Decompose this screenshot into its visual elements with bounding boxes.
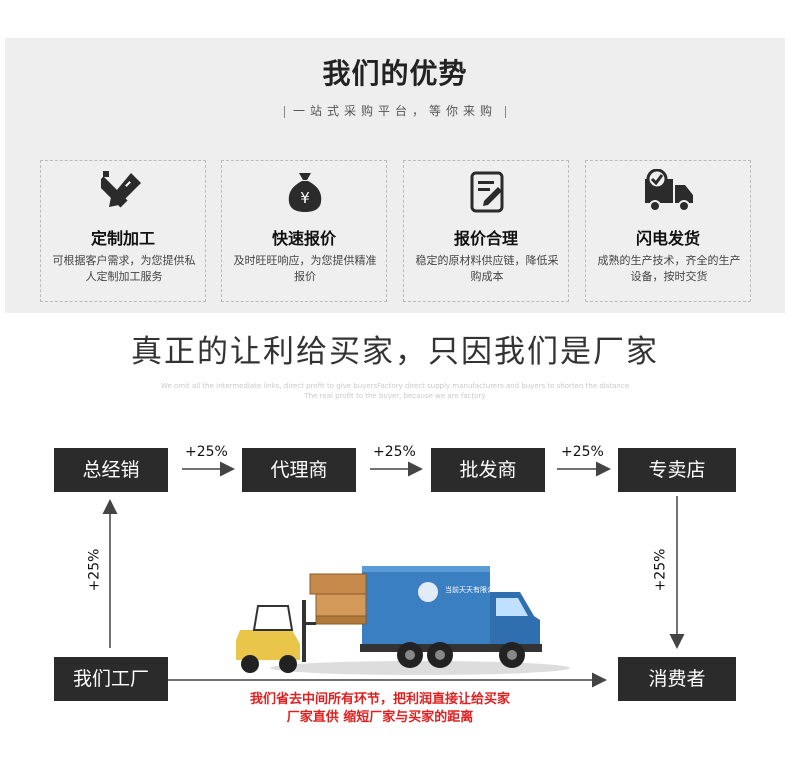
advantage-card-fair-price: 报价合理 稳定的原材料供应链，降低采购成本 bbox=[403, 160, 569, 302]
truck-logo-text: 当前天天有限公司 bbox=[445, 585, 501, 594]
markup-label: +25% bbox=[652, 548, 669, 592]
node-store: 专卖店 bbox=[618, 448, 736, 492]
english-line: We omit all the intermediate links, dire… bbox=[160, 382, 630, 390]
advantage-card-quote-fast: ¥ 快速报价 及时旺旺响应，为您提供精准报价 bbox=[221, 160, 387, 302]
node-consumer: 消费者 bbox=[618, 657, 736, 701]
forklift-illustration bbox=[236, 573, 367, 673]
advantage-title: 报价合理 bbox=[453, 229, 518, 248]
english-line: The real profit to the buyer, because we… bbox=[304, 392, 486, 400]
delivery-truck-icon bbox=[645, 169, 693, 212]
headline: 真正的让利给买家，只因我们是厂家 bbox=[131, 334, 659, 370]
node-agent: 代理商 bbox=[242, 448, 356, 492]
advantage-card-custom: 定制加工 可根据客户需求，为您提供私人定制加工服务 bbox=[40, 160, 206, 302]
advantage-desc: 及时旺旺响应，为您提供精准报价 bbox=[233, 254, 377, 283]
subtitle-left-bar bbox=[283, 105, 285, 118]
savings-note-line2: 厂家直供 缩短厂家与买家的距离 bbox=[286, 710, 474, 725]
markup-label: +25% bbox=[86, 548, 103, 592]
markup-label: +25% bbox=[185, 444, 228, 460]
advantage-desc: 可根据客户需求，为您提供私人定制加工服务 bbox=[52, 254, 196, 283]
advantage-desc: 稳定的原材料供应链，降低采购成本 bbox=[415, 254, 559, 283]
markup-label: +25% bbox=[561, 444, 604, 460]
advantage-title: 定制加工 bbox=[90, 229, 155, 248]
advantage-title: 闪电发货 bbox=[635, 229, 700, 248]
document-pen-icon bbox=[470, 171, 504, 213]
advantage-title: 快速报价 bbox=[271, 229, 336, 248]
money-bag-icon: ¥ bbox=[288, 173, 322, 212]
advantage-card-fast-delivery: 闪电发货 成熟的生产技术，齐全的生产设备，按时交货 bbox=[585, 160, 751, 302]
pencil-ruler-icon bbox=[101, 171, 141, 208]
node-distributor: 总经销 bbox=[54, 448, 168, 492]
node-factory: 我们工厂 bbox=[54, 657, 168, 701]
english-tagline: We omit all the intermediate links, dire… bbox=[0, 381, 790, 401]
savings-note-line1: 我们省去中间所有环节，把利润直接让给买家 bbox=[249, 692, 510, 707]
markup-label: +25% bbox=[373, 444, 416, 460]
page-subtitle: 一站式采购平台，等你来购 bbox=[0, 102, 790, 119]
advantage-desc: 成熟的生产技术，齐全的生产设备，按时交货 bbox=[597, 254, 741, 283]
subtitle-right-bar bbox=[505, 105, 506, 118]
node-wholesaler: 批发商 bbox=[431, 448, 545, 492]
truck-illustration: 当前天天有限公司 bbox=[270, 566, 570, 675]
subtitle-text: 一站式采购平台，等你来购 bbox=[292, 104, 497, 118]
svg-text:¥: ¥ bbox=[300, 189, 310, 207]
page-title: 我们的优势 bbox=[322, 57, 468, 90]
